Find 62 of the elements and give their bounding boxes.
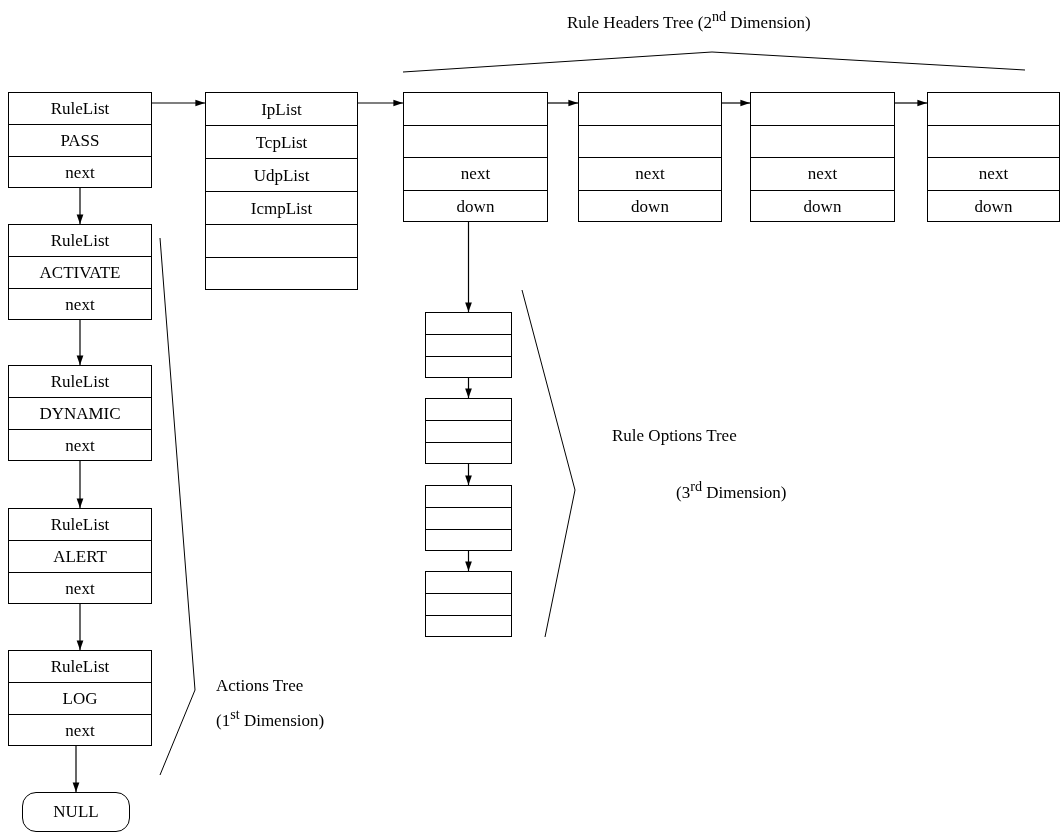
arrow bbox=[465, 377, 472, 399]
field-text: RuleList bbox=[50, 99, 110, 119]
field-text: down bbox=[974, 196, 1013, 217]
field-text: next bbox=[635, 164, 665, 185]
field-text: RuleList bbox=[50, 657, 110, 677]
field-text: next bbox=[978, 164, 1009, 185]
arrow bbox=[72, 745, 80, 793]
field-text: down bbox=[631, 196, 669, 217]
arrow bbox=[76, 319, 84, 366]
annotation-text: (1$^{st}$ Dimension) bbox=[216, 706, 325, 731]
field-text: RuleList bbox=[50, 372, 110, 392]
record-box bbox=[425, 571, 512, 637]
field-text: down bbox=[803, 196, 842, 217]
record-box bbox=[425, 398, 512, 464]
record-box bbox=[425, 485, 512, 551]
field-text: next bbox=[65, 579, 95, 599]
node-text: NULL bbox=[53, 802, 99, 822]
arrow bbox=[894, 99, 928, 107]
record-box bbox=[578, 92, 722, 222]
annotation-text: Rule Options Tree bbox=[612, 426, 737, 446]
record-box bbox=[8, 92, 152, 188]
arrow bbox=[547, 99, 579, 107]
field-text: UdpList bbox=[253, 165, 310, 186]
arrow bbox=[465, 550, 472, 572]
annotation-text: (3$^{rd}$ Dimension) bbox=[676, 478, 787, 503]
terminator-box bbox=[22, 792, 130, 832]
field-text: next bbox=[65, 295, 95, 315]
field-text: DYNAMIC bbox=[39, 404, 121, 424]
field-text: next bbox=[65, 721, 95, 741]
arrow bbox=[465, 221, 472, 313]
record-box bbox=[927, 92, 1060, 222]
annotation-text: Rule Headers Tree (2$^{nd}$ Dimension) bbox=[567, 8, 811, 33]
field-text: TcpList bbox=[255, 132, 308, 153]
record-box bbox=[8, 365, 152, 461]
field-text: next bbox=[65, 436, 95, 456]
field-text: next bbox=[460, 164, 491, 185]
arrow bbox=[76, 460, 84, 509]
record-box bbox=[425, 312, 512, 378]
field-text: next bbox=[65, 163, 95, 183]
record-box bbox=[8, 508, 152, 604]
annotation-text: Actions Tree bbox=[216, 676, 304, 696]
record-box bbox=[750, 92, 895, 222]
field-text: RuleList bbox=[50, 515, 110, 535]
record-box bbox=[205, 92, 358, 290]
field-text: PASS bbox=[60, 131, 100, 151]
arrow bbox=[76, 603, 84, 651]
arrow bbox=[357, 99, 404, 107]
field-text: LOG bbox=[62, 689, 98, 709]
field-text: down bbox=[456, 196, 495, 217]
field-text: RuleList bbox=[50, 231, 110, 251]
arrow bbox=[76, 187, 84, 225]
field-text: ACTIVATE bbox=[39, 263, 121, 283]
record-box bbox=[8, 224, 152, 320]
field-text: next bbox=[807, 164, 838, 185]
arrow bbox=[151, 99, 206, 107]
arrow bbox=[721, 99, 751, 107]
record-box bbox=[403, 92, 548, 222]
field-text: ALERT bbox=[53, 547, 107, 567]
arrow bbox=[465, 463, 472, 486]
field-text: IpList bbox=[261, 99, 302, 120]
record-box bbox=[8, 650, 152, 746]
field-text: IcmpList bbox=[250, 198, 313, 219]
